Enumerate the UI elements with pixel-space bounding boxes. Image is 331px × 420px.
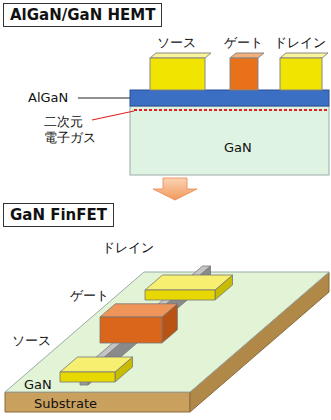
leader-line <box>92 111 134 120</box>
part-label: 二次元 電子ガス <box>44 114 101 145</box>
gan-layer <box>130 106 329 175</box>
part-label: GaN <box>24 377 52 393</box>
gate-top <box>230 53 264 58</box>
source-top <box>150 53 211 58</box>
part-label: ソース <box>157 35 196 51</box>
leader-line <box>78 98 130 99</box>
block-face <box>100 304 177 317</box>
part-label: ゲート <box>224 35 263 51</box>
block-face <box>145 290 215 300</box>
block-face <box>145 275 233 290</box>
substrate-front <box>5 392 190 412</box>
algan-layer <box>130 90 329 106</box>
finfet-blocks <box>60 266 233 385</box>
panel-title: AlGaN/GaN HEMT <box>3 3 162 27</box>
part-label: GaN <box>224 140 252 156</box>
part-label: ソース <box>12 333 51 349</box>
block-face <box>60 357 133 372</box>
part-label: AlGaN <box>28 90 68 106</box>
part-label: ドレイン <box>274 35 326 51</box>
drain-top <box>280 53 328 58</box>
panel-title: GaN FinFET <box>3 203 114 227</box>
block-face <box>100 317 162 343</box>
panel: AlGaN/GaN HEMT <box>0 0 331 178</box>
part-label: ゲート <box>70 288 109 304</box>
gate-block <box>230 58 258 90</box>
block-face <box>60 372 115 382</box>
part-label: ドレイン <box>102 240 154 256</box>
source-block <box>150 58 205 90</box>
drain-block <box>280 58 322 90</box>
part-label: Substrate <box>34 396 97 412</box>
block-arrow <box>153 178 197 200</box>
2deg-line <box>134 109 328 111</box>
substrate-top <box>5 272 329 392</box>
